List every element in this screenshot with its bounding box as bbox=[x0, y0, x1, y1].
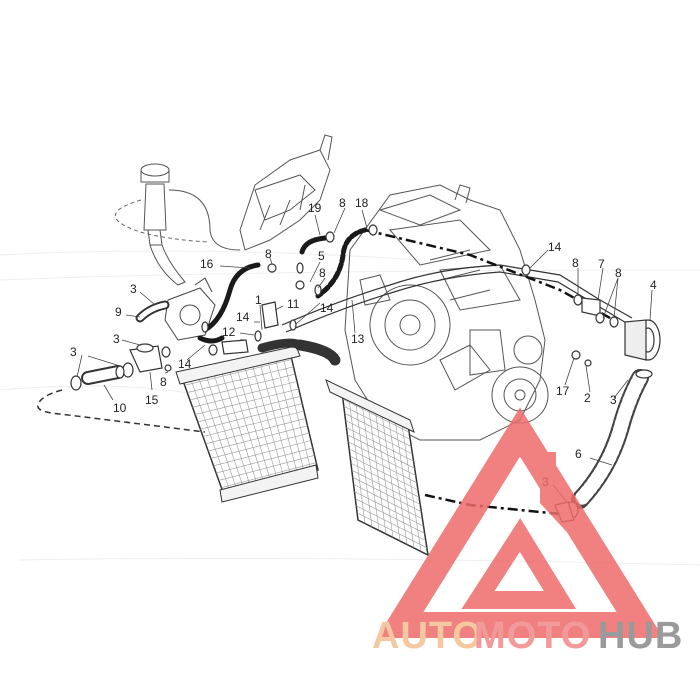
callout-4: 4 bbox=[650, 278, 657, 292]
callout-19: 19 bbox=[308, 201, 322, 215]
callout-14-d: 14 bbox=[548, 240, 562, 254]
hose-radiator-upper bbox=[257, 338, 305, 353]
callout-7: 7 bbox=[598, 257, 605, 271]
watermark-moto: MOTO bbox=[474, 615, 591, 657]
watermark-logo bbox=[376, 407, 664, 638]
watermark-text: AUTO MOTO HUB bbox=[372, 615, 683, 657]
water-pump-cover bbox=[624, 319, 661, 361]
watermark-triangle-inner bbox=[461, 518, 577, 609]
callout-2: 2 bbox=[584, 391, 591, 405]
callout-8-f: 8 bbox=[160, 375, 167, 389]
callout-labels: 1 2 3 3 3 3 3 4 5 6 7 8 8 8 8 8 8 9 10 1… bbox=[70, 196, 657, 489]
callout-1: 1 bbox=[255, 293, 262, 307]
callout-14-a: 14 bbox=[236, 310, 250, 324]
callout-8-d: 8 bbox=[615, 266, 622, 280]
hoses bbox=[81, 227, 649, 509]
callout-15: 15 bbox=[145, 393, 159, 407]
callout-13: 13 bbox=[351, 332, 365, 346]
thermostat-housing bbox=[164, 277, 216, 341]
engine-block bbox=[344, 184, 549, 441]
hose-radiator-lower bbox=[294, 339, 341, 366]
callout-3-b: 3 bbox=[113, 332, 120, 346]
hose-9-inner bbox=[137, 302, 168, 321]
callout-16: 16 bbox=[200, 257, 214, 271]
callout-12: 12 bbox=[222, 325, 236, 339]
callout-8-a: 8 bbox=[265, 247, 272, 261]
hose-18 bbox=[315, 227, 368, 299]
callout-3-c: 3 bbox=[130, 282, 137, 296]
callout-14-b: 14 bbox=[320, 301, 334, 315]
frame-section bbox=[239, 134, 333, 251]
callout-8-e: 8 bbox=[572, 256, 579, 270]
leader-lines bbox=[76, 207, 653, 504]
expansion-tank bbox=[140, 163, 241, 286]
hose-3-left-inner bbox=[83, 367, 123, 383]
left-radiator bbox=[175, 345, 319, 503]
left-dashed-route bbox=[37, 389, 206, 433]
callout-17: 17 bbox=[556, 384, 570, 398]
hose-16 bbox=[202, 262, 261, 333]
callout-11: 11 bbox=[287, 297, 300, 311]
callout-3-d: 3 bbox=[610, 393, 617, 407]
watermark-hub: HUB bbox=[598, 615, 683, 657]
watermark-hook bbox=[540, 452, 591, 546]
callout-8-b: 8 bbox=[339, 196, 346, 210]
callout-3-a: 3 bbox=[70, 345, 77, 359]
callout-5: 5 bbox=[318, 249, 325, 263]
callout-9: 9 bbox=[115, 305, 122, 319]
watermark-auto: AUTO bbox=[372, 615, 483, 657]
callout-10: 10 bbox=[113, 401, 127, 415]
hose-14-lower bbox=[197, 335, 225, 344]
hose-19 bbox=[299, 235, 328, 255]
overflow-dashed-line bbox=[114, 199, 211, 243]
callout-14-c: 14 bbox=[178, 357, 192, 371]
hose-6-pattern bbox=[573, 371, 647, 507]
callout-8-c: 8 bbox=[319, 266, 326, 280]
right-radiator bbox=[325, 379, 429, 557]
callout-18: 18 bbox=[355, 196, 369, 210]
callout-6: 6 bbox=[575, 447, 582, 461]
pipe-13 bbox=[281, 264, 633, 333]
